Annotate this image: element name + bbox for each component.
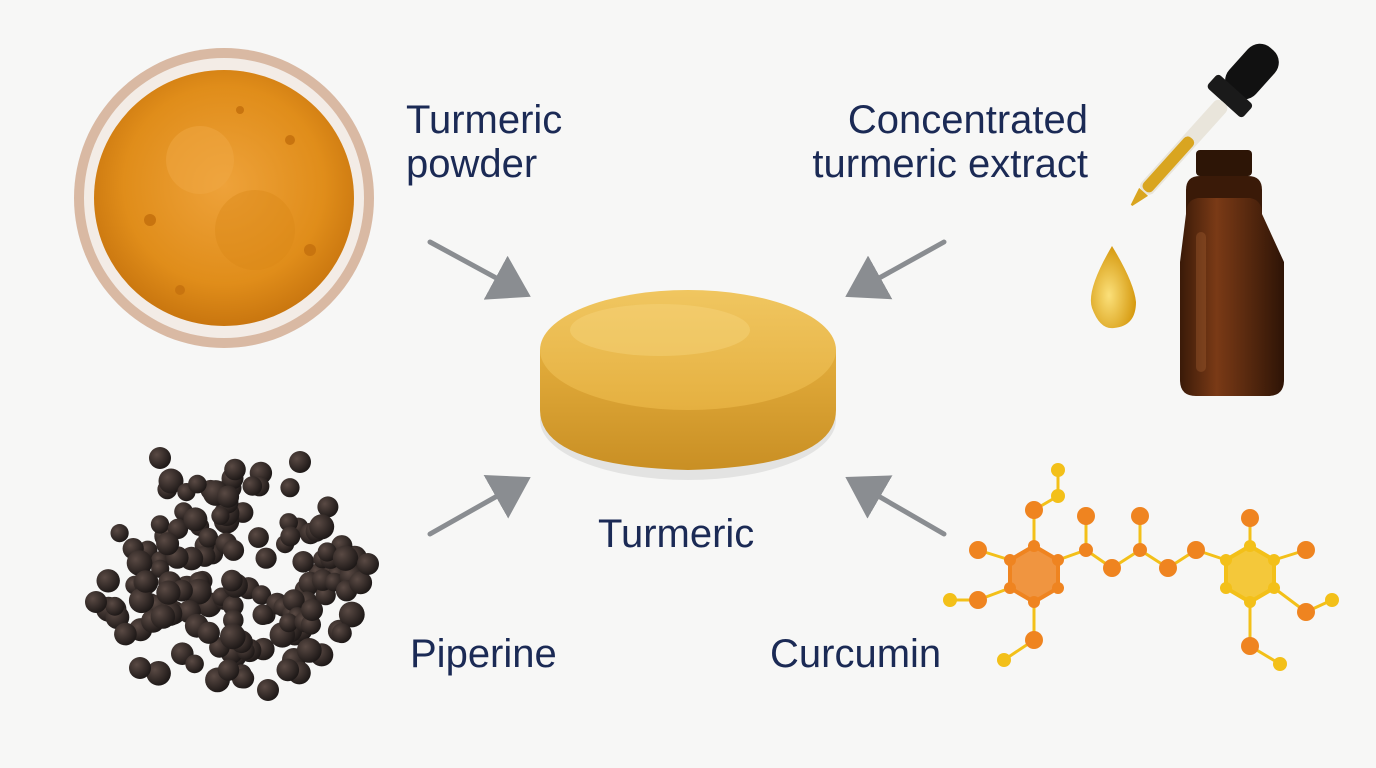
- peppercorn: [317, 542, 337, 562]
- peppercorn: [110, 524, 129, 543]
- arrow-icon: [427, 474, 531, 537]
- peppercorn: [128, 587, 155, 614]
- turmeric-powder-label-line2: powder: [406, 142, 538, 186]
- peppercorn: [221, 569, 243, 592]
- peppercorn: [280, 526, 301, 547]
- arrow-icon: [427, 239, 531, 300]
- peppercorn: [289, 451, 311, 473]
- peppercorn: [188, 474, 207, 494]
- peppercorn: [156, 532, 180, 556]
- peppercorn: [211, 506, 230, 525]
- turmeric-center-label: Turmeric: [598, 512, 755, 556]
- peppercorn: [156, 580, 181, 605]
- peppercorn: [279, 613, 298, 633]
- peppercorn: [257, 679, 279, 701]
- peppercorn: [149, 447, 171, 469]
- peppercorn: [301, 599, 323, 621]
- peppercorn: [85, 591, 107, 613]
- peppercorn: [222, 539, 245, 561]
- arrow-icon: [845, 239, 947, 300]
- tablet-icon: [540, 290, 836, 480]
- peppercorn: [280, 478, 300, 498]
- peppercorn: [217, 659, 240, 681]
- peppercorn: [276, 658, 300, 682]
- peppercorn: [317, 496, 339, 518]
- peppercorn: [96, 569, 120, 593]
- peppercorn: [349, 571, 373, 595]
- peppercorns-icon: [85, 447, 379, 701]
- peppercorn: [222, 595, 244, 617]
- peppercorn: [146, 661, 171, 686]
- turmeric-extract-label-line1: Concentrated: [847, 98, 1088, 142]
- peppercorn: [105, 596, 125, 616]
- turmeric-extract-label-line2: turmeric extract: [812, 142, 1088, 186]
- peppercorn: [134, 570, 157, 593]
- peppercorn: [129, 657, 151, 679]
- peppercorn: [332, 545, 359, 571]
- peppercorn: [220, 623, 246, 650]
- turmeric-powder-label: Turmeric powder: [406, 98, 562, 186]
- peppercorn: [248, 527, 269, 548]
- peppercorn: [251, 585, 272, 605]
- peppercorn: [224, 458, 246, 481]
- turmeric-extract-label: Concentrated turmeric extract: [768, 98, 1088, 186]
- peppercorn: [185, 578, 212, 605]
- curcumin-molecule-icon: [943, 463, 1339, 671]
- arrow-icon: [845, 475, 947, 537]
- peppercorn: [150, 515, 170, 534]
- peppercorn: [233, 668, 255, 689]
- turmeric-powder-label-line1: Turmeric: [406, 98, 563, 142]
- peppercorn: [183, 507, 208, 532]
- peppercorn: [198, 527, 219, 548]
- peppercorn: [158, 468, 184, 494]
- peppercorn: [126, 550, 153, 576]
- peppercorn: [216, 485, 240, 508]
- curcumin-label: Curcumin: [770, 632, 942, 676]
- peppercorn: [252, 604, 274, 625]
- peppercorn: [114, 622, 137, 646]
- peppercorn: [255, 547, 277, 569]
- peppercorn: [197, 621, 220, 644]
- peppercorn: [338, 601, 365, 628]
- piperine-label: Piperine: [410, 632, 557, 676]
- peppercorn: [242, 476, 263, 496]
- peppercorn: [296, 638, 322, 663]
- peppercorn: [357, 553, 379, 575]
- peppercorn: [185, 654, 204, 674]
- turmeric-bowl-icon: [74, 48, 374, 348]
- peppercorn: [292, 551, 315, 573]
- peppercorn: [309, 514, 335, 540]
- peppercorn: [150, 604, 176, 629]
- dropper-bottle-icon: [1090, 43, 1284, 396]
- peppercorn: [331, 623, 352, 644]
- peppercorn: [282, 589, 305, 612]
